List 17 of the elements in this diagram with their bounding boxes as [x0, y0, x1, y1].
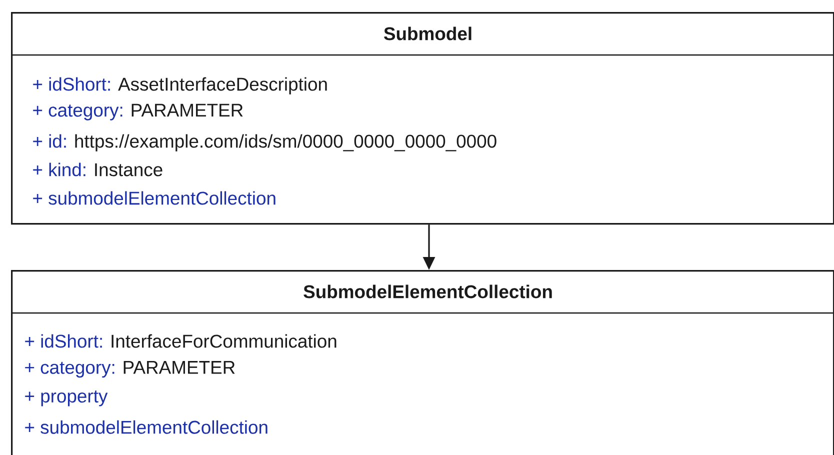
- attribute-value: PARAMETER: [124, 361, 235, 374]
- attribute-value: Instance: [95, 163, 162, 176]
- attribute-value: PARAMETER: [132, 104, 243, 117]
- attribute-name: + category:: [25, 362, 114, 378]
- attribute-name: + property: [25, 390, 108, 406]
- attribute-name: + category:: [33, 104, 122, 120]
- attribute-name: + idShort:: [25, 334, 102, 348]
- attribute-name: + submodelElementCollection: [25, 420, 268, 434]
- attribute-name: + kind:: [33, 162, 86, 176]
- attribute-name: + id:: [33, 134, 66, 148]
- attribute-name: + submodelElementCollection: [33, 191, 276, 205]
- attribute-value: InterfaceForCommunication: [112, 334, 336, 348]
- attribute-name: + idShort:: [33, 77, 110, 91]
- attribute-value: AssetInterfaceDescription: [118, 77, 327, 94]
- class-name: Submodel: [384, 26, 472, 40]
- class-name: SubmodelElementCollection: [304, 284, 552, 298]
- attribute-value: https://example.com/ids/sm/0000_0000_0000_0000: [75, 134, 496, 152]
